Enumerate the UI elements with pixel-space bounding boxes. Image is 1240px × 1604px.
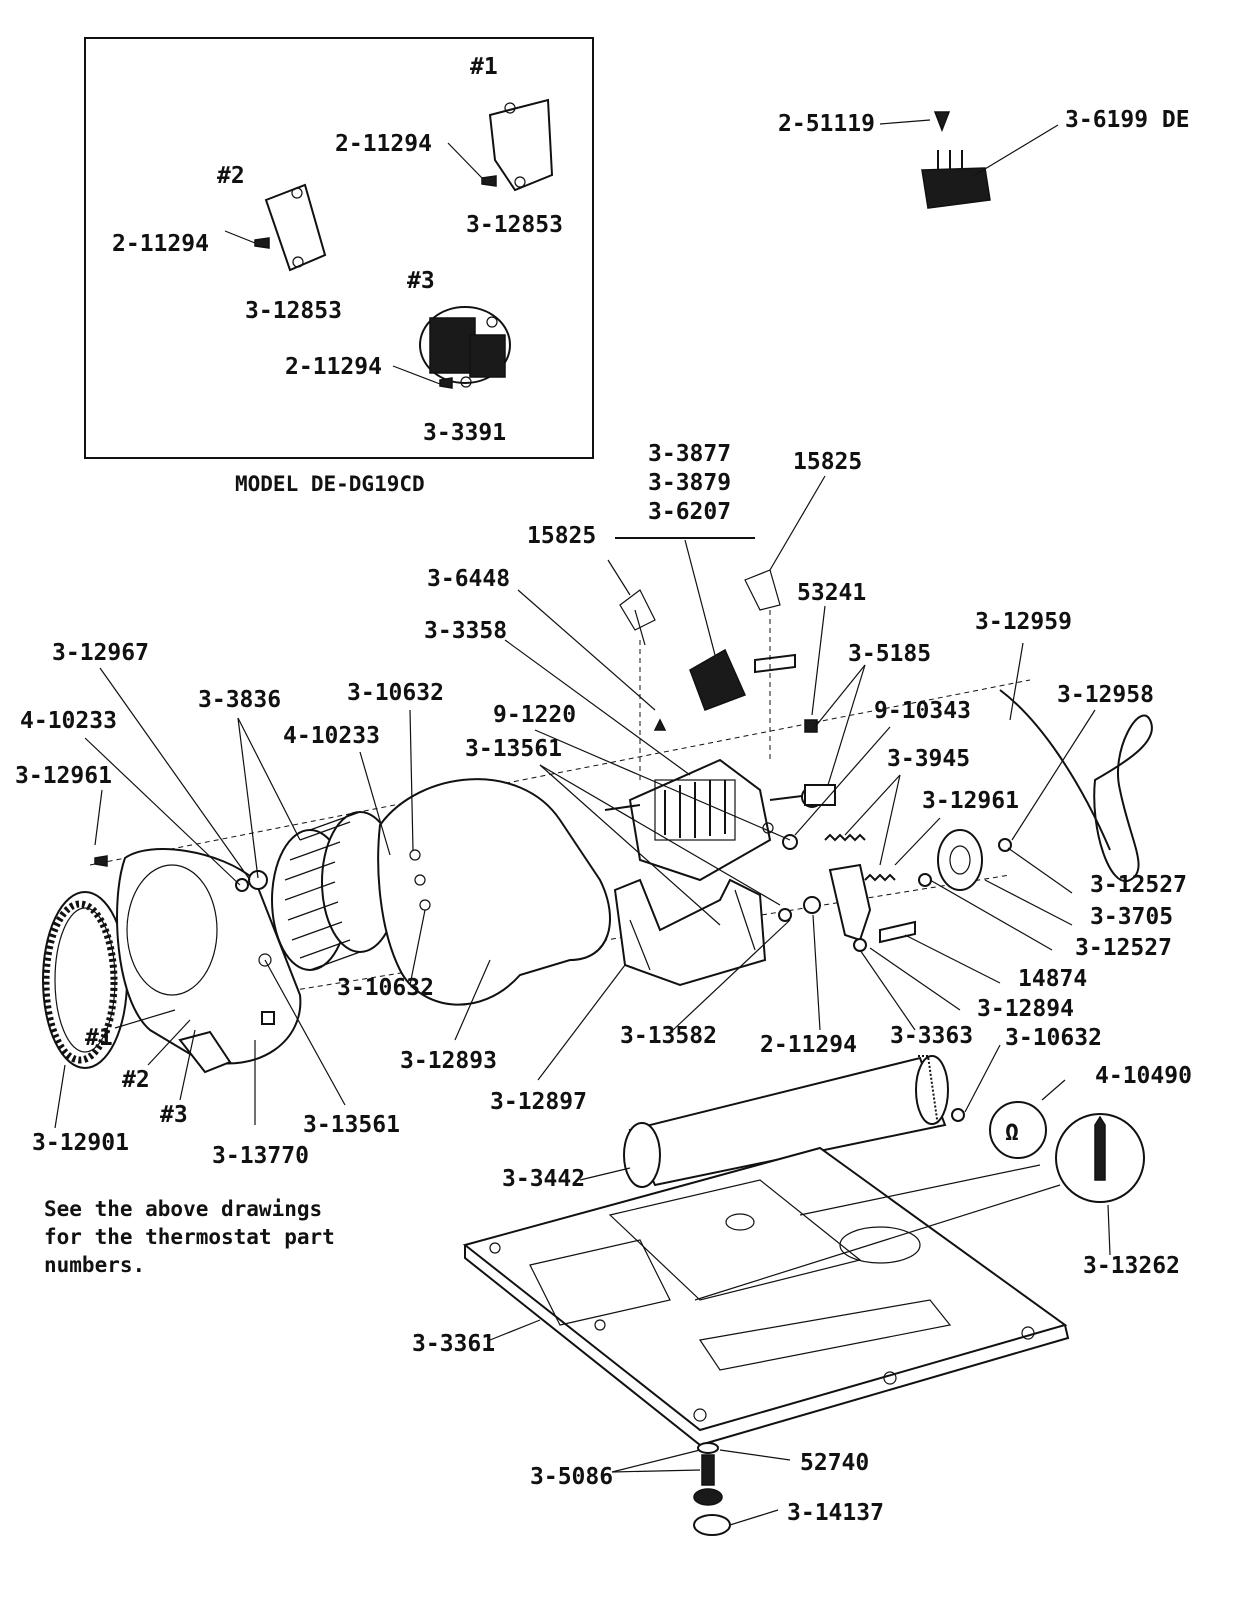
thermostat-3-icon [419,306,511,388]
label-15825-b: 15825 [793,449,862,475]
drum-belt-icon [999,689,1111,851]
label-3-3358: 3-3358 [424,618,507,644]
inset-label-3-12853-b: 3-12853 [245,298,342,324]
label-52740: 52740 [800,1450,869,1476]
heater-tube-icon [623,1055,949,1188]
inset-mark-3: #3 [407,268,435,294]
washer-icon [782,834,798,850]
label-3-12527-a: 3-12527 [1090,872,1187,898]
label-3-10632-right: 3-10632 [1005,1025,1102,1051]
relay-group [879,111,1059,209]
belt-icon [1093,714,1153,883]
model-caption: MODEL DE-DG19CD [235,472,425,496]
screw-icon [254,237,270,249]
label-3-3442: 3-3442 [502,1166,585,1192]
label-3-12894: 3-12894 [977,996,1074,1022]
label-3-13582: 3-13582 [620,1023,717,1049]
label-3-3877: 3-3877 [648,441,731,467]
label-3-12959: 3-12959 [975,609,1072,635]
label-3-14137: 3-14137 [787,1500,884,1526]
idler-arm-icon [828,863,872,942]
clip-icon [619,589,656,646]
thermostat-inset [84,37,594,459]
svg-text:Ω: Ω [1005,1120,1019,1146]
label-3-12901: 3-12901 [32,1130,129,1156]
foot-cap-icon [693,1514,731,1536]
label-3-10632-top: 3-10632 [347,680,444,706]
inset-label-2-11294-c: 2-11294 [285,354,382,380]
leveling-leg-icon [701,1454,715,1486]
label-3-12893: 3-12893 [400,1048,497,1074]
motor-mount-icon [613,878,767,987]
label-4-10490: 4-10490 [1095,1063,1192,1089]
label-3-3705: 3-3705 [1090,904,1173,930]
label-3-12958: 3-12958 [1057,682,1154,708]
label-2-51119: 2-51119 [778,111,875,137]
label-3-3879: 3-3879 [648,470,731,496]
spring-icon [864,873,896,882]
label-15825-a: 15825 [527,523,596,549]
thermostat-note: See the above drawings for the thermosta… [44,1197,335,1277]
inset-mark-2: #2 [217,163,245,189]
thermostat-2-plate-icon [264,183,327,272]
setscrew-icon [804,719,818,733]
label-4-10233-left: 4-10233 [20,708,117,734]
bolt-icon [754,653,796,674]
blower-housing-front-icon [116,848,302,1065]
blower-housing-rear-icon [377,778,611,1006]
label-14874: 14874 [1018,966,1087,992]
label-3-6207: 3-6207 [648,499,731,525]
screw-icon [481,175,497,187]
screw-icon [258,953,272,967]
base-plate-icon [462,1146,1070,1447]
screw-icon [439,377,453,389]
label-3-13262: 3-13262 [1083,1253,1180,1279]
label-3-12527-b: 3-12527 [1075,935,1172,961]
motor-icon [604,758,811,882]
label-3-6448: 3-6448 [427,566,510,592]
detail-mark-1: #1 [85,1025,113,1051]
label-9-1220: 9-1220 [493,702,576,728]
inset-mark-1: #1 [470,54,498,80]
detail-mark-2: #2 [122,1067,150,1093]
label-3-12897: 3-12897 [490,1089,587,1115]
label-3-3361: 3-3361 [412,1331,495,1357]
label-3-5086: 3-5086 [530,1464,613,1490]
clip-icon [744,569,781,611]
label-3-3945: 3-3945 [887,746,970,772]
spring-icon [824,833,866,842]
leader-lines [54,475,1111,1526]
label-3-12967: 3-12967 [52,640,149,666]
inset-label-2-11294-b: 2-11294 [112,231,209,257]
main-assembly: Ω [42,569,1153,1536]
label-3-3363: 3-3363 [890,1023,973,1049]
relay-icon [921,167,991,209]
label-3-6199-de: 3-6199 DE [1065,107,1190,133]
nut-icon [697,1442,719,1454]
inset-label-2-11294-a: 2-11294 [335,131,432,157]
label-53241: 53241 [797,580,866,606]
label-3-13561-top: 3-13561 [465,736,562,762]
magnify-detail-icon [989,1101,1047,1159]
inset-label-3-3391: 3-3391 [423,420,506,446]
label-3-13561-bottom: 3-13561 [303,1112,400,1138]
idler-pulley-icon [937,829,983,891]
label-2-11294-main: 2-11294 [760,1032,857,1058]
label-4-10233-right: 4-10233 [283,723,380,749]
motor-switch-icon [689,648,747,711]
label-3-5185: 3-5185 [848,641,931,667]
label-3-3836: 3-3836 [198,687,281,713]
label-3-10632-mid: 3-10632 [337,975,434,1001]
label-9-10343: 9-10343 [874,698,971,724]
thermostat-1-plate-icon [488,98,554,192]
label-3-12961-right: 3-12961 [922,788,1019,814]
foot-icon [693,1488,723,1506]
detail-mark-3: #3 [160,1102,188,1128]
label-3-13770: 3-13770 [212,1143,309,1169]
rivet-icon [933,111,951,133]
bolt-icon [879,920,916,944]
inset-label-3-12853-a: 3-12853 [466,212,563,238]
label-3-12961-left: 3-12961 [15,763,112,789]
